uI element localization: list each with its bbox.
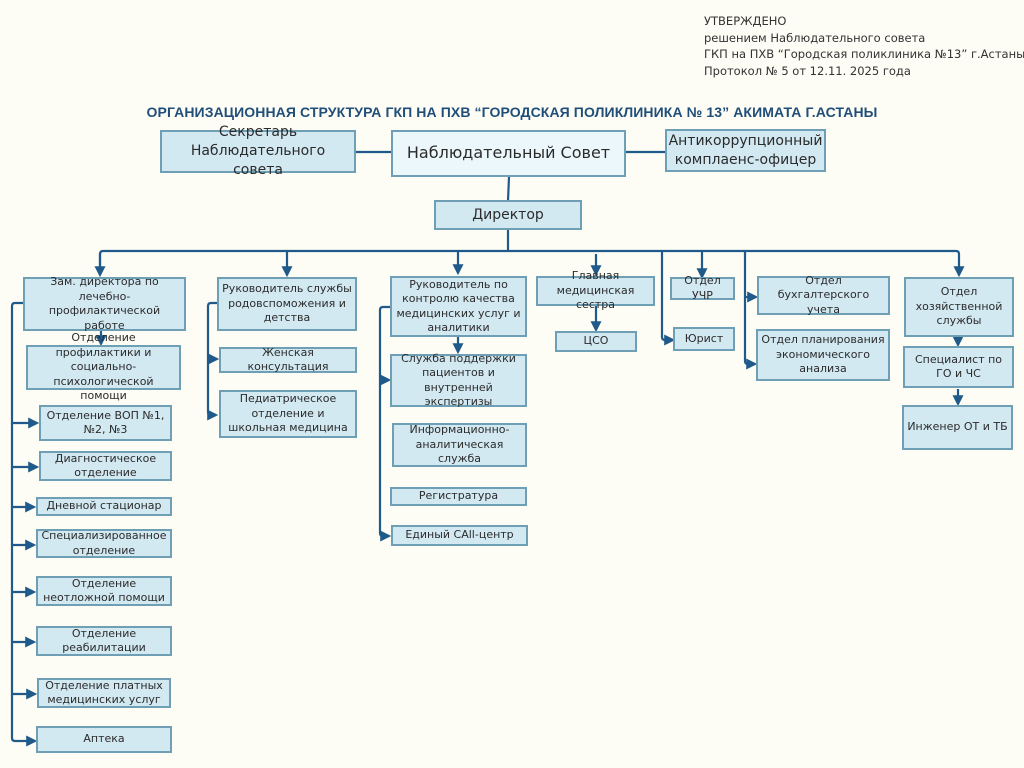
safety-engineer-box[interactable]: Инженер ОТ и ТБ [902, 405, 1013, 450]
connector-lawyer [660, 251, 676, 346]
pharmacy-box[interactable]: Аптека [36, 726, 172, 753]
specialized-box[interactable]: Специализированное отделение [36, 529, 172, 558]
connector-board-director [506, 176, 511, 202]
civil-defense-box[interactable]: Специалист по ГО и ЧС [903, 346, 1014, 388]
day-hospital-box[interactable]: Дневной стационар [36, 497, 172, 516]
compliance-box[interactable]: Антикоррупционный комплаенс-офицер [665, 129, 826, 172]
approval-line: УТВЕРЖДЕНО [704, 14, 787, 28]
info-analytics-box[interactable]: Информационно-аналитическая служба [392, 423, 527, 467]
maternity-head-box[interactable]: Руководитель службы родовспоможения и де… [217, 277, 357, 331]
maintenance-box[interactable]: Отдел хозяйственной службы [904, 277, 1014, 337]
chart-title: ОРГАНИЗАЦИОННАЯ СТРУКТУРА ГКП НА ПХВ “ГО… [146, 104, 878, 120]
call-center-box[interactable]: Единый CAll-центр [391, 525, 528, 546]
deputy-box[interactable]: Зам. директора по лечебно-профилактическ… [23, 275, 186, 332]
approval-line: Протокол № 5 от 12.11. 2025 года [704, 63, 911, 78]
quality-spine [378, 305, 392, 542]
prevention-box[interactable]: Отделение профилактики и социально-психо… [26, 331, 181, 402]
diagnostic-box[interactable]: Диагностическое отделение [39, 451, 172, 481]
emergency-box[interactable]: Отделение неотложной помощи [36, 576, 172, 606]
womens-consultation-box[interactable]: Женская консультация [219, 346, 357, 373]
head-nurse-box[interactable]: Главная медицинская сестра [536, 269, 655, 311]
cso-box[interactable]: ЦСО [555, 331, 637, 352]
approval-line: ГКП на ПХВ “Городская поликлиника №13” г… [704, 47, 1024, 61]
deputy-spine [10, 301, 38, 747]
quality-head-box[interactable]: Руководитель по контролю качества медици… [390, 276, 527, 337]
gp-box[interactable]: Отделение ВОП №1, №2, №3 [39, 405, 172, 441]
hr-box[interactable]: Отдел УЧР [670, 274, 735, 302]
pediatric-box[interactable]: Педиатрическое отделение и школьная меди… [219, 390, 357, 438]
approval-stamp: УТВЕРЖДЕНО решением Наблюдательного сове… [704, 13, 1024, 79]
paid-services-box[interactable]: Отделение платных медицинских услуг [37, 678, 171, 708]
planning-box[interactable]: Отдел планирования экономического анализ… [756, 329, 890, 381]
board-box[interactable]: Наблюдательный Совет [391, 130, 626, 177]
patient-support-box[interactable]: Служба поддержки пациентов и внутренней … [390, 352, 527, 408]
connector-finance [743, 252, 758, 370]
director-box[interactable]: Директор [434, 200, 582, 230]
secretary-box[interactable]: Секретарь Наблюдательного совета [160, 124, 356, 178]
registry-box[interactable]: Регистратура [390, 487, 527, 506]
approval-line: решением Наблюдательного совета [704, 30, 926, 45]
rehab-box[interactable]: Отделение реабилитации [36, 626, 172, 656]
main-bus [98, 249, 965, 278]
accounting-box[interactable]: Отдел бухгалтерского учета [757, 274, 890, 316]
lawyer-box[interactable]: Юрист [673, 327, 735, 351]
